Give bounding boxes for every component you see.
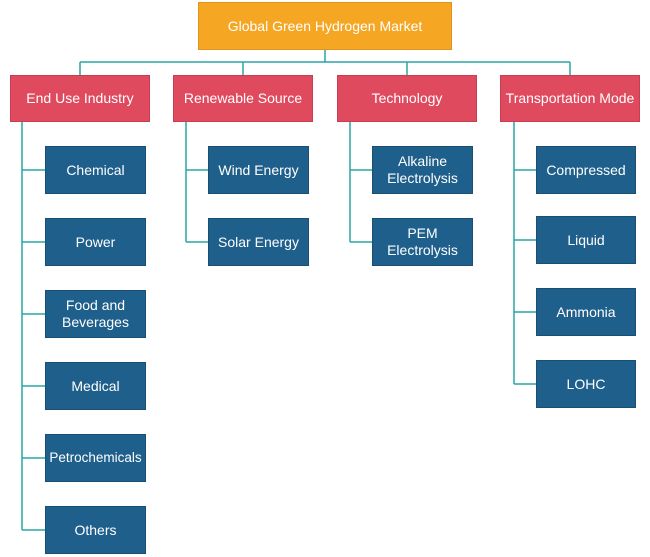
item-ammonia: Ammonia bbox=[536, 288, 636, 336]
item-petrochemicals: Petrochemicals bbox=[45, 434, 146, 482]
item-alkaline-electrolysis: Alkaline Electrolysis bbox=[372, 146, 473, 194]
item-others: Others bbox=[45, 506, 146, 554]
item-medical: Medical bbox=[45, 362, 146, 410]
category-renewable-source: Renewable Source bbox=[173, 75, 313, 122]
item-pem-electrolysis: PEM Electrolysis bbox=[372, 218, 473, 266]
item-compressed: Compressed bbox=[536, 146, 636, 194]
item-lohc: LOHC bbox=[536, 360, 636, 408]
item-power: Power bbox=[45, 218, 146, 266]
item-liquid: Liquid bbox=[536, 216, 636, 264]
item-chemical: Chemical bbox=[45, 146, 146, 194]
item-wind-energy: Wind Energy bbox=[208, 146, 309, 194]
item-solar-energy: Solar Energy bbox=[208, 218, 309, 266]
category-end-use-industry: End Use Industry bbox=[10, 75, 150, 122]
root-node: Global Green Hydrogen Market bbox=[198, 2, 452, 50]
category-technology: Technology bbox=[337, 75, 477, 122]
category-transportation-mode: Transportation Mode bbox=[500, 75, 640, 122]
item-food-and-beverages: Food and Beverages bbox=[45, 290, 146, 338]
